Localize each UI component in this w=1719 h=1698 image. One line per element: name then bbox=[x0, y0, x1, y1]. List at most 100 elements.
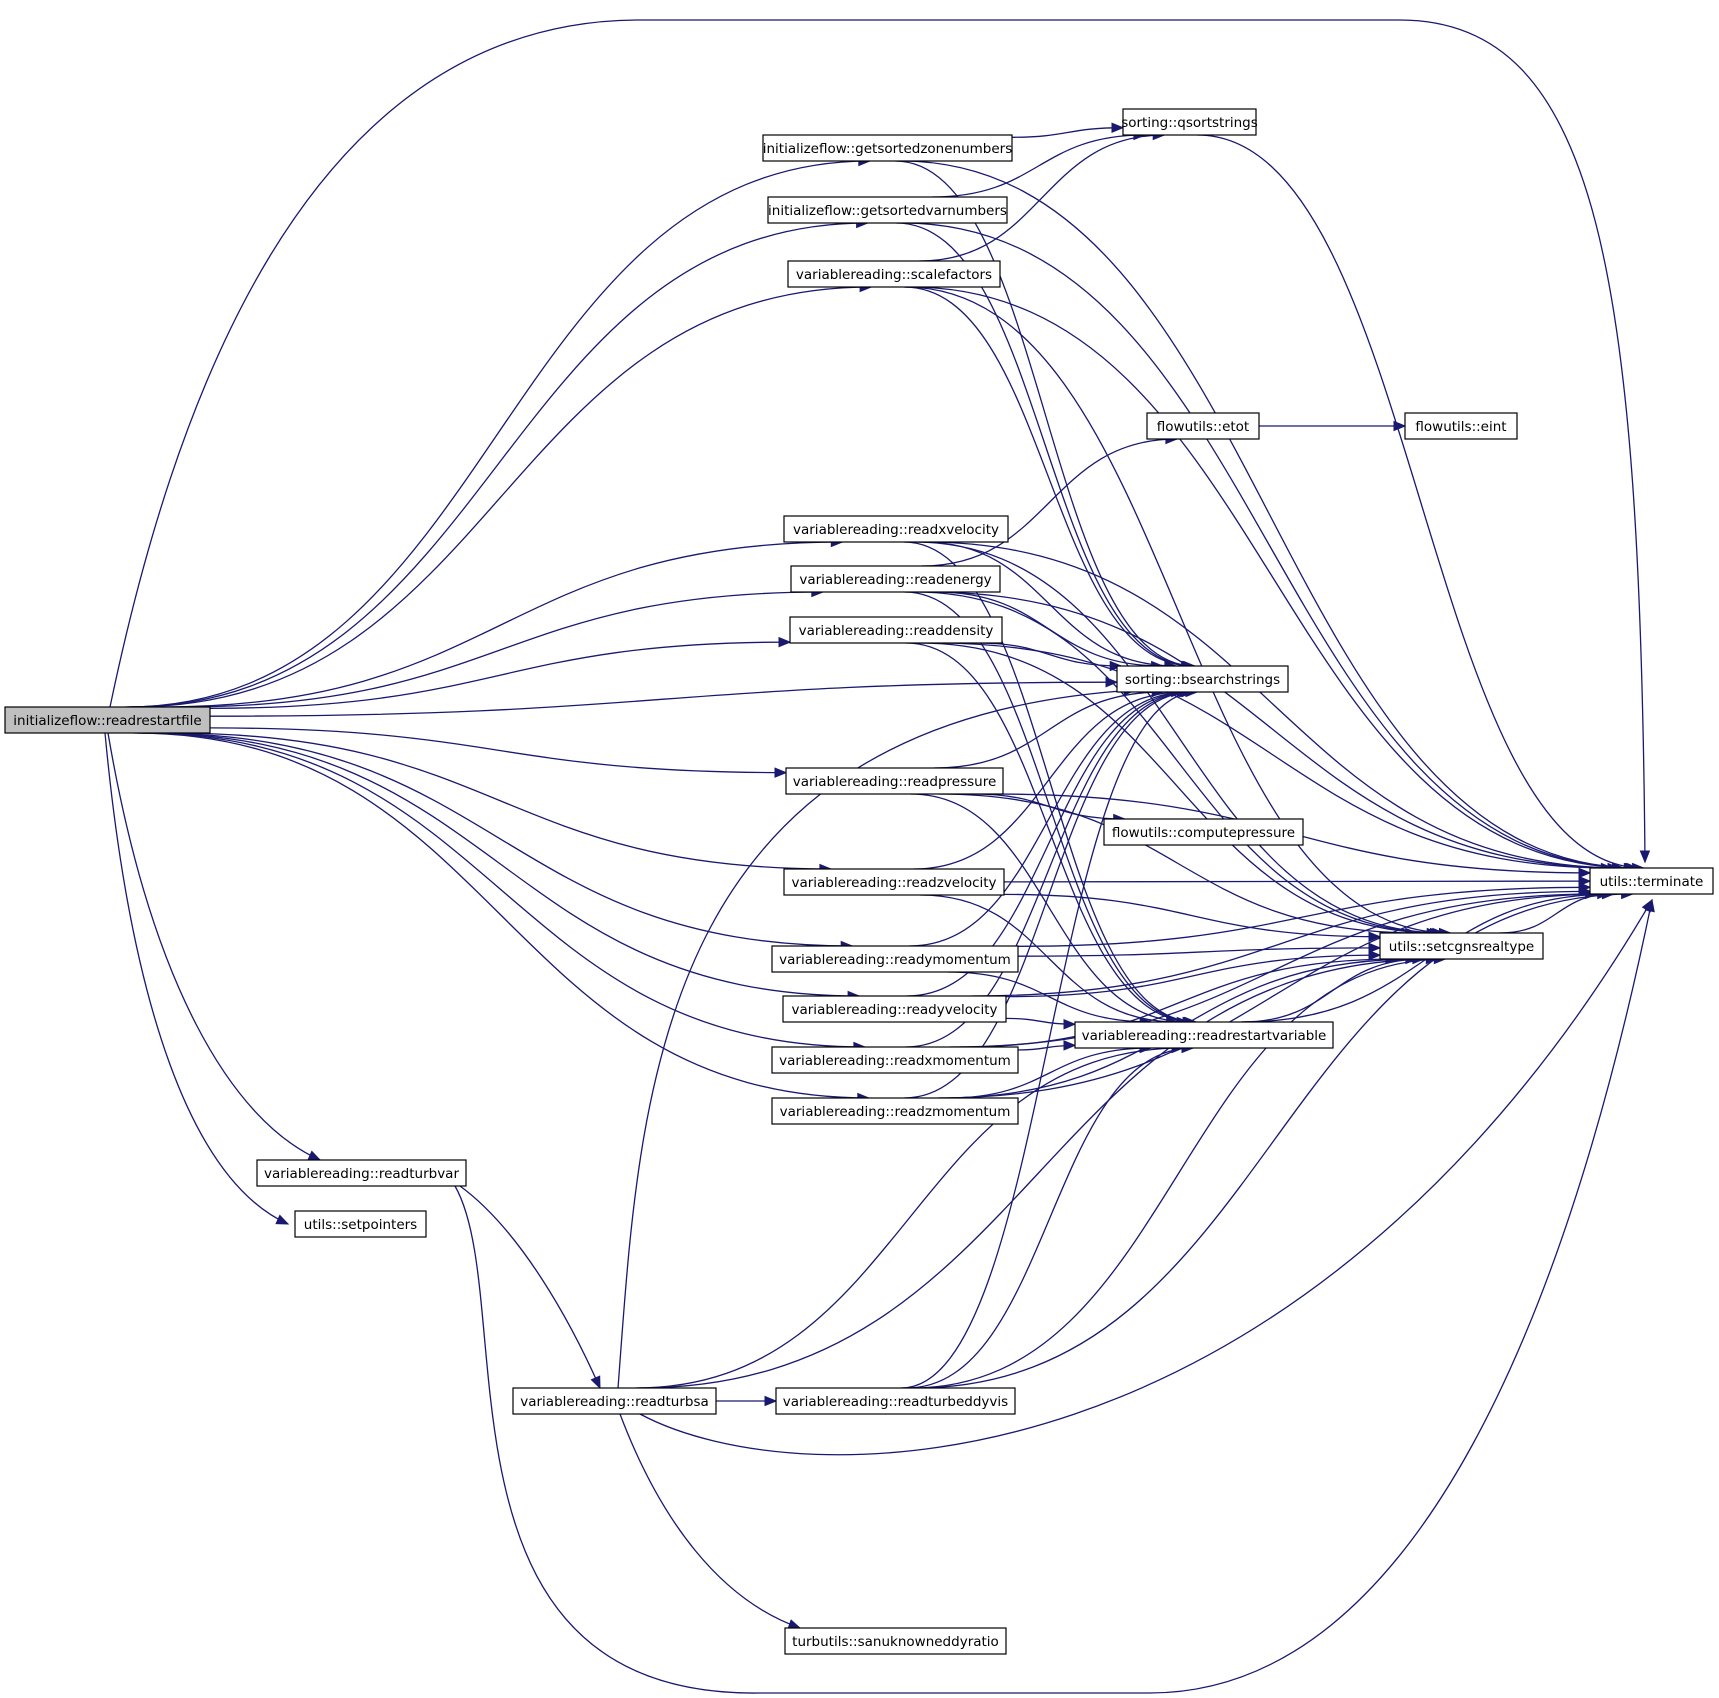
edge-line bbox=[133, 732, 869, 1099]
node-etot[interactable]: flowutils::etot bbox=[1146, 412, 1260, 440]
node-yvel[interactable]: variablereading::readyvelocity bbox=[782, 995, 1007, 1023]
edge-line bbox=[619, 1413, 801, 1629]
edge-root-to-yvel bbox=[142, 732, 861, 1002]
node-energy[interactable]: variablereading::readenergy bbox=[790, 565, 1001, 593]
node-box bbox=[256, 1159, 467, 1187]
node-zvel[interactable]: variablereading::readzvelocity bbox=[783, 868, 1005, 896]
node-box bbox=[771, 1097, 1019, 1125]
node-zmom[interactable]: variablereading::readzmomentum bbox=[771, 1097, 1019, 1125]
node-scale[interactable]: variablereading::scalefactors bbox=[787, 260, 1001, 288]
node-box bbox=[783, 515, 1009, 543]
edge-line bbox=[125, 160, 870, 708]
edge-line bbox=[919, 642, 1439, 934]
arrowhead-icon bbox=[1109, 660, 1123, 672]
edge-line bbox=[617, 689, 1136, 1389]
edge-line bbox=[905, 642, 1195, 1023]
node-zone[interactable]: initializeflow::getsortedzonenumbers bbox=[762, 134, 1013, 162]
edge-line bbox=[923, 541, 1624, 869]
node-box bbox=[771, 945, 1019, 973]
edge-line bbox=[635, 1047, 1184, 1389]
node-term[interactable]: utils::terminate bbox=[1589, 867, 1714, 895]
edge-line bbox=[911, 958, 1446, 1389]
edge-root-to-scale bbox=[130, 281, 873, 708]
node-label: utils::terminate bbox=[1600, 874, 1704, 890]
edge-root-to-term bbox=[109, 19, 1651, 864]
edge-line bbox=[104, 732, 289, 1225]
node-xmom[interactable]: variablereading::readxmomentum bbox=[771, 1046, 1019, 1074]
edge-line bbox=[973, 793, 1125, 820]
node-label: variablereading::readturbeddyvis bbox=[783, 1394, 1008, 1410]
edge-eddyvis-to-term bbox=[914, 888, 1634, 1389]
edge-zone-to-qsort bbox=[1011, 122, 1125, 138]
node-label: sorting::bsearchstrings bbox=[1125, 672, 1280, 688]
node-bsearch[interactable]: sorting::bsearchstrings bbox=[1116, 665, 1289, 693]
node-box bbox=[767, 196, 1008, 224]
node-pressure[interactable]: variablereading::readpressure bbox=[785, 767, 1004, 795]
node-label: sorting::qsortstrings bbox=[1121, 115, 1258, 131]
arrowhead-icon bbox=[1639, 850, 1651, 864]
edge-line bbox=[900, 691, 1198, 1389]
node-box bbox=[1589, 867, 1714, 895]
edge-line bbox=[454, 899, 1653, 1694]
node-turbsa[interactable]: variablereading::readturbsa bbox=[512, 1387, 717, 1415]
node-label: variablereading::readpressure bbox=[793, 774, 997, 790]
arrowhead-icon bbox=[590, 1375, 601, 1390]
node-var[interactable]: initializeflow::getsortedvarnumbers bbox=[767, 196, 1008, 224]
node-cpress[interactable]: flowutils::computepressure bbox=[1103, 818, 1304, 846]
node-cgns[interactable]: utils::setcgnsrealtype bbox=[1379, 932, 1544, 960]
edge-zvel-to-term bbox=[1003, 875, 1592, 887]
edge-line bbox=[1197, 134, 1644, 869]
node-box bbox=[762, 134, 1013, 162]
node-label: flowutils::etot bbox=[1157, 419, 1249, 435]
edge-etot-to-eint bbox=[1259, 420, 1407, 432]
node-density[interactable]: variablereading::readdensity bbox=[789, 616, 1003, 644]
edge-line bbox=[939, 793, 1417, 934]
edge-line bbox=[107, 732, 321, 1161]
edge-line bbox=[977, 642, 1122, 667]
edge-line bbox=[1003, 893, 1381, 938]
edge-line bbox=[639, 899, 1653, 1456]
node-sanu[interactable]: turbutils::sanuknowneddyratio bbox=[784, 1627, 1007, 1655]
edge-line bbox=[903, 286, 1193, 667]
node-turbvar[interactable]: variablereading::readturbvar bbox=[256, 1159, 467, 1187]
node-box bbox=[1103, 818, 1304, 846]
edge-root-to-zvel bbox=[170, 732, 833, 875]
node-rrv[interactable]: variablereading::readrestartvariable bbox=[1074, 1021, 1334, 1049]
node-box bbox=[1116, 665, 1289, 693]
node-xvel[interactable]: variablereading::readxvelocity bbox=[783, 515, 1009, 543]
edge-line bbox=[638, 958, 1438, 1389]
edge-root-to-density bbox=[209, 636, 792, 709]
edge-root-to-ymom bbox=[150, 732, 854, 952]
node-label: utils::setpointers bbox=[304, 1217, 417, 1233]
node-eddyvis[interactable]: variablereading::readturbeddyvis bbox=[775, 1387, 1016, 1415]
edge-root-to-energy bbox=[180, 586, 825, 708]
node-label: variablereading::readzmomentum bbox=[780, 1104, 1011, 1120]
edge-turbvar-to-term bbox=[454, 898, 1655, 1694]
node-box bbox=[1074, 1021, 1334, 1049]
node-setptr[interactable]: utils::setpointers bbox=[294, 1210, 427, 1238]
edge-line bbox=[947, 971, 1152, 1023]
node-eint[interactable]: flowutils::eint bbox=[1404, 412, 1518, 440]
edge-line bbox=[142, 732, 860, 997]
edge-line bbox=[920, 894, 1178, 1023]
edge-line bbox=[910, 793, 1189, 1023]
node-qsort[interactable]: sorting::qsortstrings bbox=[1121, 108, 1258, 136]
node-label: variablereading::readyvelocity bbox=[792, 1002, 998, 1018]
node-box bbox=[294, 1210, 427, 1238]
arrowhead-icon bbox=[1063, 1018, 1077, 1030]
edge-line bbox=[137, 732, 865, 1048]
node-box bbox=[771, 1046, 1019, 1074]
edge-line bbox=[949, 893, 1597, 1048]
node-ymom[interactable]: variablereading::readymomentum bbox=[771, 945, 1019, 973]
node-root[interactable]: initializeflow::readrestartfile bbox=[4, 706, 211, 734]
node-box bbox=[1146, 412, 1260, 440]
edge-line bbox=[921, 438, 1177, 567]
edge-root-to-setptr bbox=[104, 732, 290, 1225]
edge-scale-to-bsearch bbox=[903, 286, 1194, 672]
edge-eddyvis-to-rrv bbox=[906, 1042, 1195, 1389]
node-label: variablereading::scalefactors bbox=[796, 267, 992, 283]
edge-line bbox=[932, 134, 1145, 198]
edge-line bbox=[209, 681, 1118, 717]
edge-yvel-to-rrv bbox=[1005, 1017, 1077, 1030]
node-box bbox=[775, 1387, 1016, 1415]
